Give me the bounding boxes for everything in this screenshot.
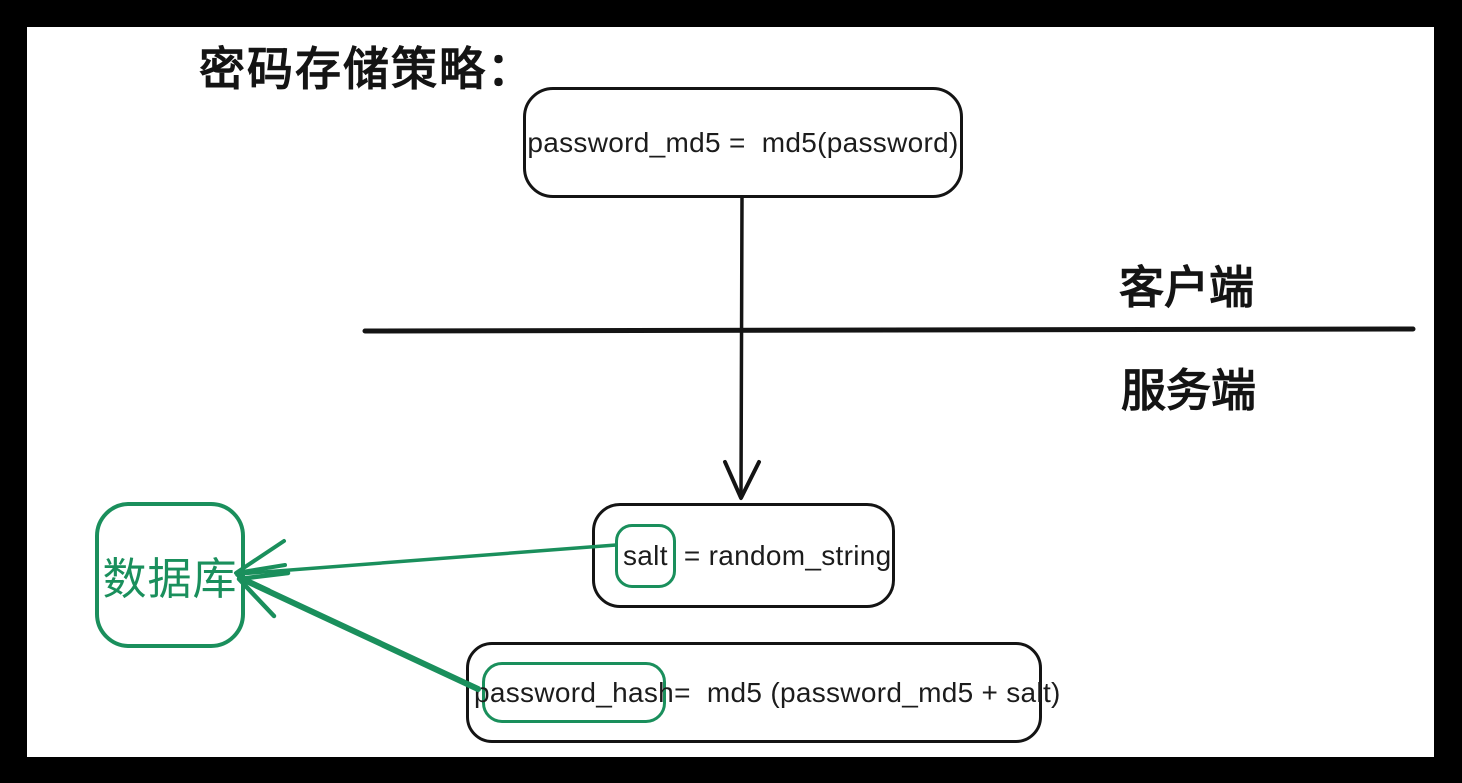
password-hash-variable: password_hash [473, 676, 675, 708]
password-hash-formula-rest: = md5 (password_md5 + salt) [666, 676, 1061, 708]
server-zone-label: 服务端 [1121, 365, 1257, 416]
password-hash-highlight-outline: password_hash [474, 662, 674, 723]
whiteboard-canvas: 密码存储策略： password_md5 = md5(password) 客户端… [27, 27, 1434, 757]
password-hash-box: password_hash = md5 (password_md5 + salt… [466, 642, 1060, 743]
salt-formula-rest: = random_string [675, 539, 892, 571]
page-title: 密码存储策略： [199, 43, 535, 95]
password-md5-formula: password_md5 = md5(password) [527, 126, 959, 158]
salt-to-database-arrow [234, 539, 618, 592]
salt-variable: salt [623, 539, 668, 571]
salt-highlight-outline: salt [615, 523, 676, 588]
salt-box: salt = random_string [592, 503, 895, 608]
client-server-divider-line [362, 326, 1416, 334]
client-zone-label: 客户端 [1119, 262, 1255, 313]
database-box: 数据库 [95, 502, 245, 648]
database-label: 数据库 [102, 555, 238, 604]
flow-down-arrow [723, 196, 761, 500]
password-md5-box: password_md5 = md5(password) [523, 87, 963, 198]
password-hash-to-database-arrow [236, 570, 481, 692]
